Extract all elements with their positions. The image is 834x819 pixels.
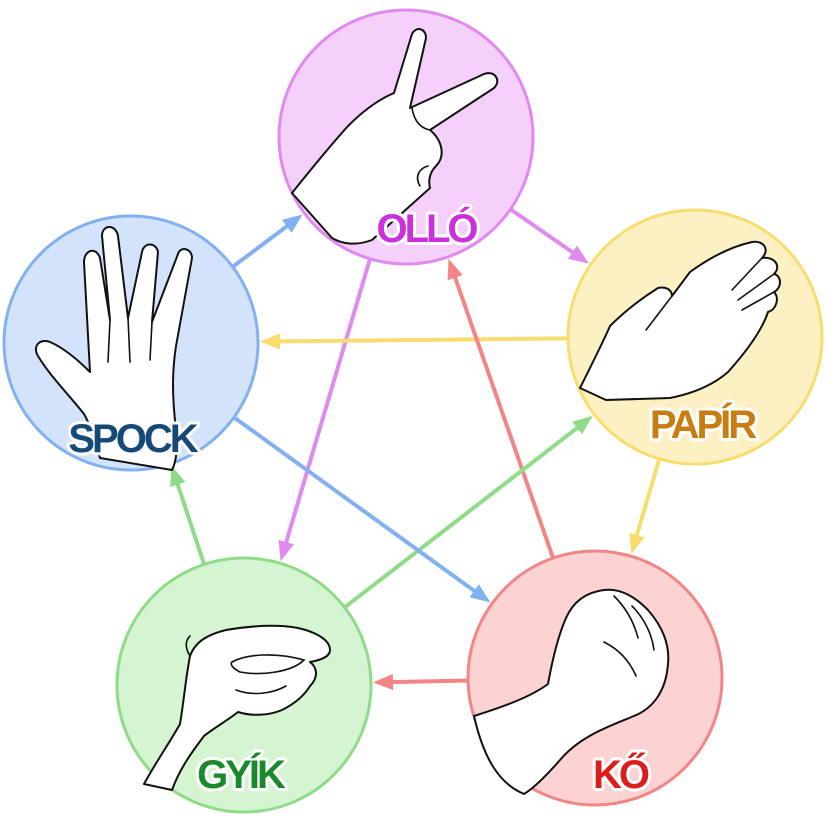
arrow-head — [567, 245, 589, 264]
arrow-head — [469, 584, 491, 603]
arrow-line — [232, 415, 477, 594]
label-ollo: OLLÓ — [376, 205, 477, 251]
arrow-head — [447, 258, 463, 281]
arrow-line — [283, 258, 372, 545]
arrow-line — [231, 223, 290, 269]
label-ko: KŐ — [593, 751, 649, 797]
paper-hand-icon — [579, 240, 781, 401]
arrow-head — [629, 532, 645, 555]
arrow-spock-to-ko — [232, 415, 491, 603]
arrow-line — [277, 336, 569, 344]
arrow-line — [509, 207, 576, 255]
arrow-gyik-to-papir — [343, 415, 593, 609]
arrow-spock-to-ollo — [231, 214, 303, 269]
arrow-head — [281, 214, 303, 233]
arrow-ko-to-ollo — [447, 258, 556, 559]
label-gyik: GYÍK — [197, 752, 286, 797]
arrow-line — [634, 458, 662, 538]
arrow-ko-to-gyik — [372, 674, 469, 691]
arrow-line — [452, 275, 556, 559]
label-papir: PAPÍR — [650, 402, 757, 447]
scissors-hand-icon — [291, 28, 499, 245]
arrow-head — [372, 674, 394, 691]
arrow-ollo-to-gyik — [278, 258, 372, 562]
arrow-line — [343, 425, 580, 609]
arrow-ollo-to-papir — [509, 207, 589, 264]
label-spock: SPOCK — [68, 417, 198, 461]
edges-layer — [170, 207, 662, 691]
arrow-gyik-to-spock — [170, 465, 207, 566]
arrow-papir-to-spock — [259, 333, 569, 350]
arrow-head — [259, 333, 281, 350]
arrow-line — [175, 481, 207, 566]
rock-fist-icon — [473, 588, 670, 795]
lizard-hand-icon — [143, 624, 331, 791]
arrow-papir-to-ko — [629, 458, 662, 555]
arrow-line — [390, 678, 469, 685]
arrow-head — [278, 539, 294, 562]
arrow-head — [170, 465, 186, 487]
labels-layer: OLLÓ PAPÍR KŐ GYÍK SPOCK — [65, 202, 763, 800]
arrow-head — [572, 415, 593, 435]
vulcan-salute-icon — [34, 226, 193, 471]
